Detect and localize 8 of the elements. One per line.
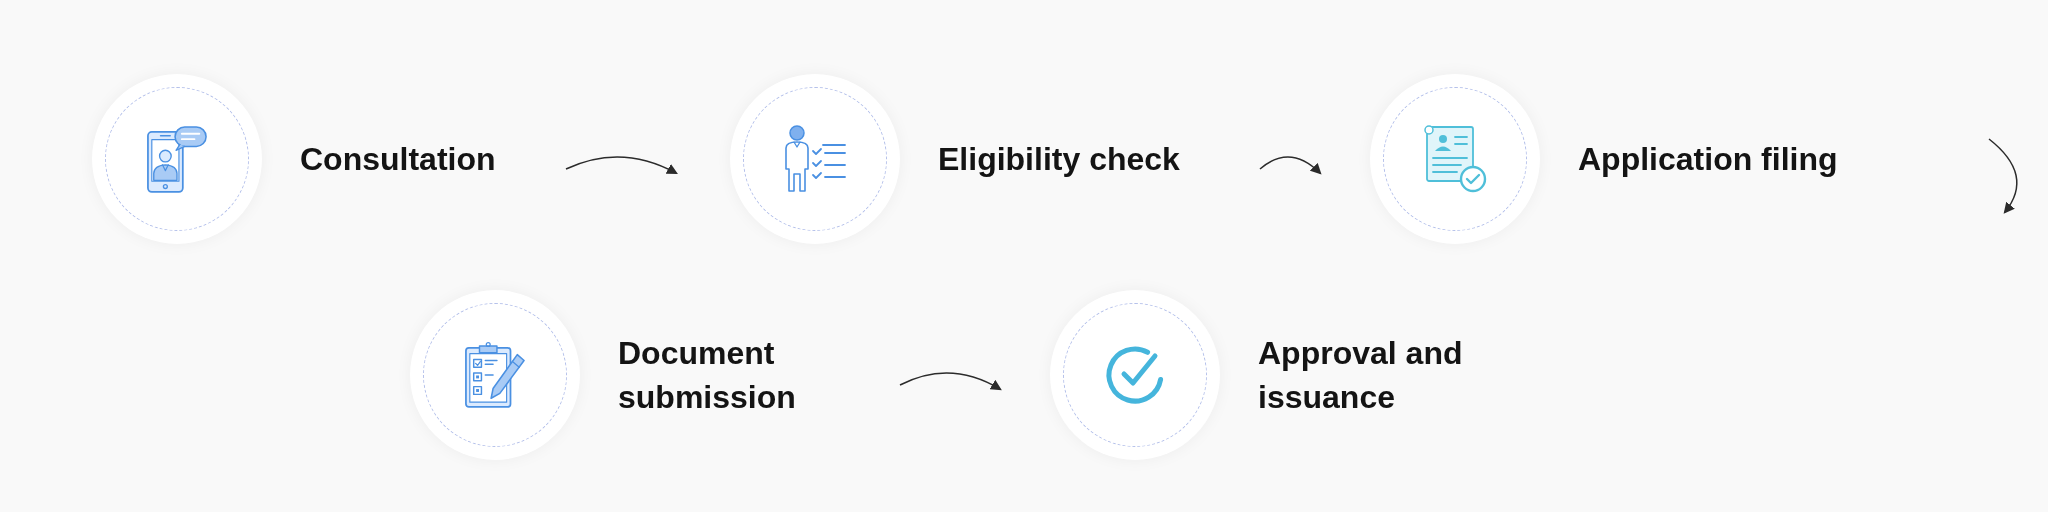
curved-arrow: [1259, 156, 1322, 175]
curved-arrow: [899, 372, 1002, 391]
step-label: Document submission: [618, 334, 797, 417]
step-label: Consultation: [300, 140, 496, 179]
step-label: Approval and issuance: [1258, 334, 1464, 417]
step-label: Eligibility check: [938, 140, 1180, 179]
curved-arrow: [565, 156, 678, 174]
step-label: Application filing: [1578, 140, 1838, 179]
